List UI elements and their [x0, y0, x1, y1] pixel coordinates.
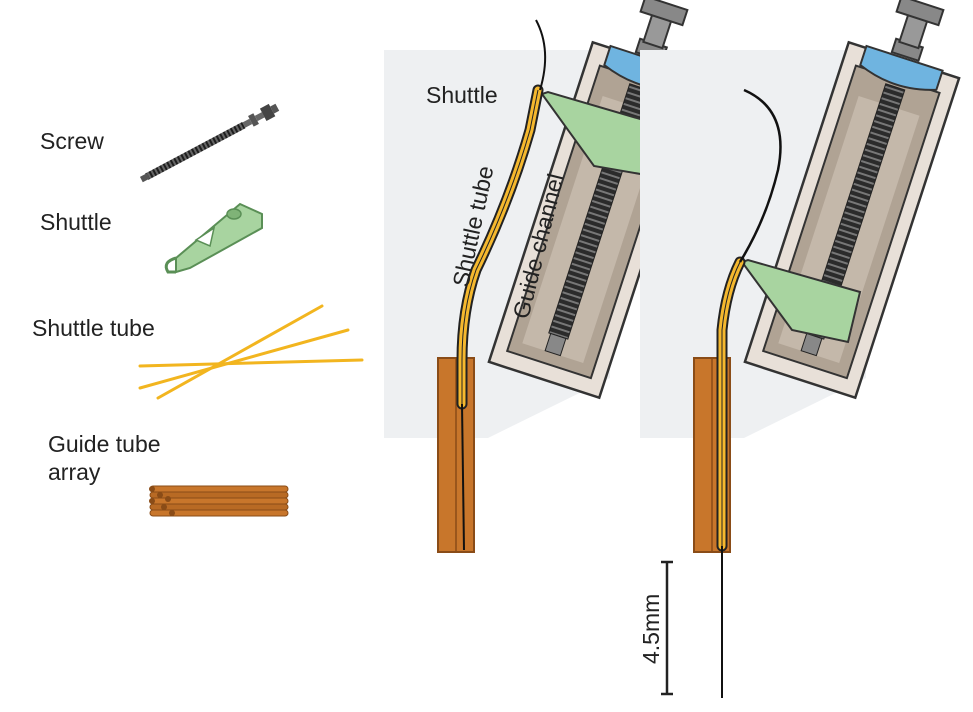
panel-1: Shuttle Shuttle tube Guide channel — [384, 0, 705, 553]
shuttle-2 — [740, 258, 862, 344]
label-guide-tube-array-line1: Guide tube — [48, 431, 161, 457]
shuttle-icon — [164, 202, 263, 274]
guide-tube-array-icon — [149, 485, 289, 517]
scale-bar: 4.5mm — [638, 560, 673, 696]
label-screw: Screw — [40, 128, 104, 154]
screw-icon — [139, 103, 280, 183]
legend: Screw Shuttle Shuttle tube Guide tube ar… — [32, 103, 364, 517]
label-guide-tube-array-line2: array — [48, 459, 101, 485]
wire-1 — [535, 19, 547, 91]
scale-bar-label: 4.5mm — [638, 594, 664, 664]
wire-2 — [738, 88, 782, 263]
label-shuttle: Shuttle — [40, 209, 112, 235]
panel-2: 4.5mm — [638, 0, 961, 698]
callout-shuttle: Shuttle — [426, 82, 498, 108]
label-shuttle-tube: Shuttle tube — [32, 315, 155, 341]
shuttle-tube-icon — [138, 304, 364, 400]
